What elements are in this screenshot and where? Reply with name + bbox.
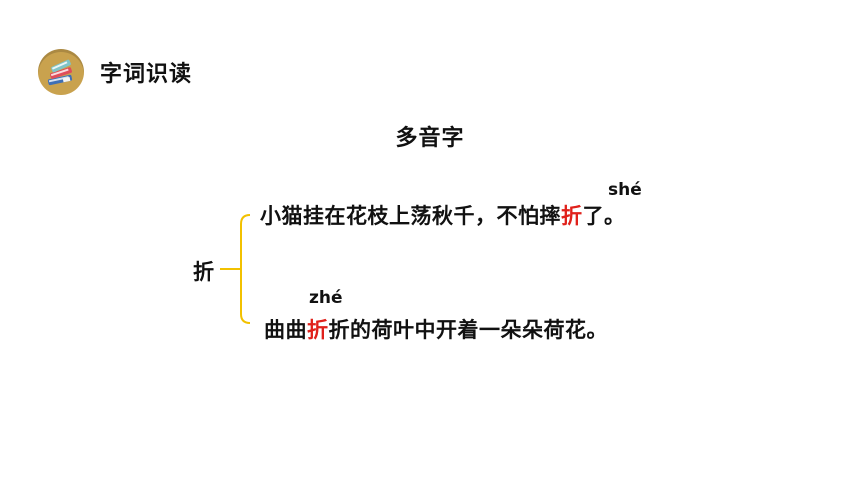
sentence-text: 了。 <box>582 204 626 228</box>
pinyin-zhe: zhé <box>309 288 343 308</box>
section-header: 字词识读 <box>38 46 192 98</box>
highlight-character: 折 <box>307 318 329 342</box>
sentence-text: 小猫挂在花枝上荡秋千，不怕摔 <box>260 204 561 228</box>
pinyin-she: shé <box>608 180 642 200</box>
sentence-text: 折的荷叶中开着一朵朵荷花。 <box>328 318 608 342</box>
highlight-character: 折 <box>561 204 583 228</box>
section-title: 字词识读 <box>100 62 193 87</box>
example-sentence-1: 小猫挂在花枝上荡秋千，不怕摔折了。 <box>260 200 626 230</box>
brace-connector <box>220 214 251 324</box>
sentence-text: 曲曲 <box>264 318 307 342</box>
main-character: 折 <box>193 260 214 284</box>
example-sentence-2: 曲曲折折的荷叶中开着一朵朵荷花。 <box>264 314 608 344</box>
book-stack-icon <box>38 49 84 95</box>
page-heading: 多音字 <box>395 126 465 151</box>
